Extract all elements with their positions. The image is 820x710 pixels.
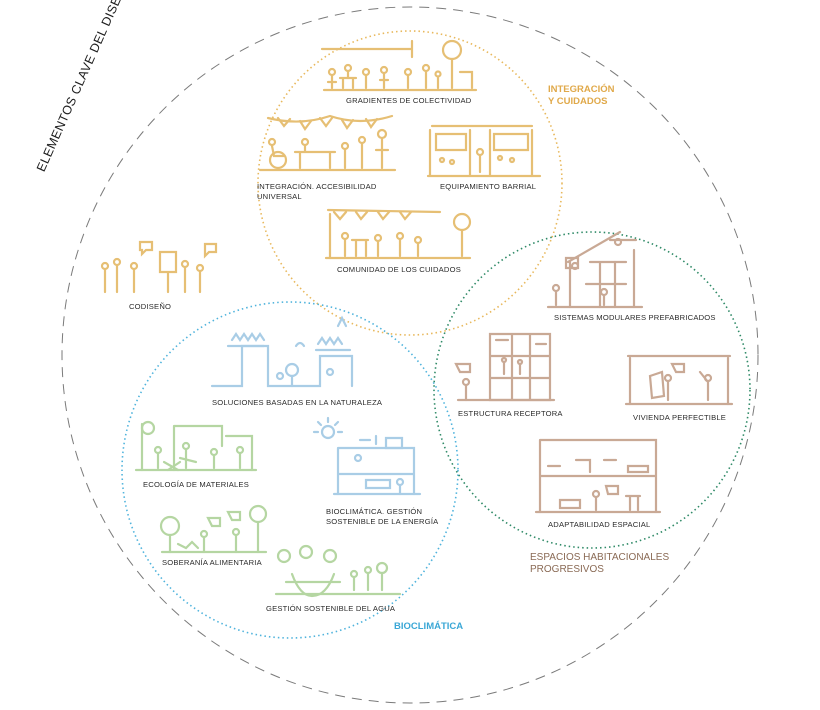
- espacios-label-line2: PROGRESIVOS: [530, 564, 604, 575]
- integracion-sketch: [258, 114, 397, 172]
- agua-label: GESTIÓN SOSTENIBLE DEL AGUA: [266, 604, 396, 613]
- soluciones-label: SOLUCIONES BASADAS EN LA NATURALEZA: [212, 398, 383, 407]
- integracion-label-a: INTEGRACIÓN. ACCESIBILIDAD: [257, 182, 377, 191]
- soberania-label: SOBERANÍA ALIMENTARIA: [162, 558, 262, 567]
- adaptabilidad-label: ADAPTABILIDAD ESPACIAL: [548, 520, 651, 529]
- gradientes-label: GRADIENTES DE COLECTIVIDAD: [346, 96, 472, 105]
- comunidad-sketch: [324, 208, 472, 260]
- integracion-circle: [257, 30, 563, 336]
- bioclimatica-group-label: BIOCLIMÁTICA: [394, 621, 464, 632]
- vivienda-label: VIVIENDA PERFECTIBLE: [633, 413, 727, 422]
- codiseno-label: CODISEÑO: [129, 302, 172, 311]
- ecologia-sketch: [134, 420, 258, 472]
- integracion-label-b: UNIVERSAL: [257, 192, 302, 201]
- espacios-circle: [433, 231, 751, 549]
- bioclim-label-a: BIOCLIMÁTICA. GESTIÓN: [326, 507, 423, 516]
- sistemas-label: SISTEMAS MODULARES PREFABRICADOS: [554, 313, 716, 322]
- estructura-label: ESTRUCTURA RECEPTORA: [458, 409, 563, 418]
- estructura-sketch: [454, 332, 556, 402]
- codiseno-sketch: [100, 240, 218, 294]
- integracion-label-line2: Y CUIDADOS: [548, 96, 608, 107]
- espacios-label-line1: ESPACIOS HABITACIONALES: [530, 552, 670, 563]
- equipamiento-label: EQUIPAMIENTO BARRIAL: [440, 182, 537, 191]
- sistemas-sketch: [546, 230, 644, 309]
- equipamiento-sketch: [426, 124, 542, 178]
- soluciones-sketch: [210, 315, 354, 388]
- bioclim-sketch: [312, 416, 422, 496]
- bioclim-label-b: SOSTENIBLE DE LA ENERGÍA: [326, 517, 439, 526]
- ecologia-label: ECOLOGÍA DE MATERIALES: [143, 480, 249, 489]
- outer-circle: [61, 6, 759, 704]
- agua-sketch: [274, 544, 402, 598]
- vivienda-sketch: [624, 354, 734, 406]
- comunidad-label: COMUNIDAD DE LOS CUIDADOS: [337, 265, 461, 274]
- integracion-group-label: INTEGRACIÓN Y CUIDADOS: [548, 84, 615, 108]
- integracion-label-line1: INTEGRACIÓN: [548, 84, 615, 95]
- espacios-group-label: ESPACIOS HABITACIONALES PROGRESIVOS: [530, 552, 669, 576]
- adaptabilidad-sketch: [534, 438, 662, 514]
- bioclimatica-circle: [121, 301, 459, 639]
- soberania-sketch: [159, 504, 268, 554]
- gradientes-sketch: [320, 39, 478, 92]
